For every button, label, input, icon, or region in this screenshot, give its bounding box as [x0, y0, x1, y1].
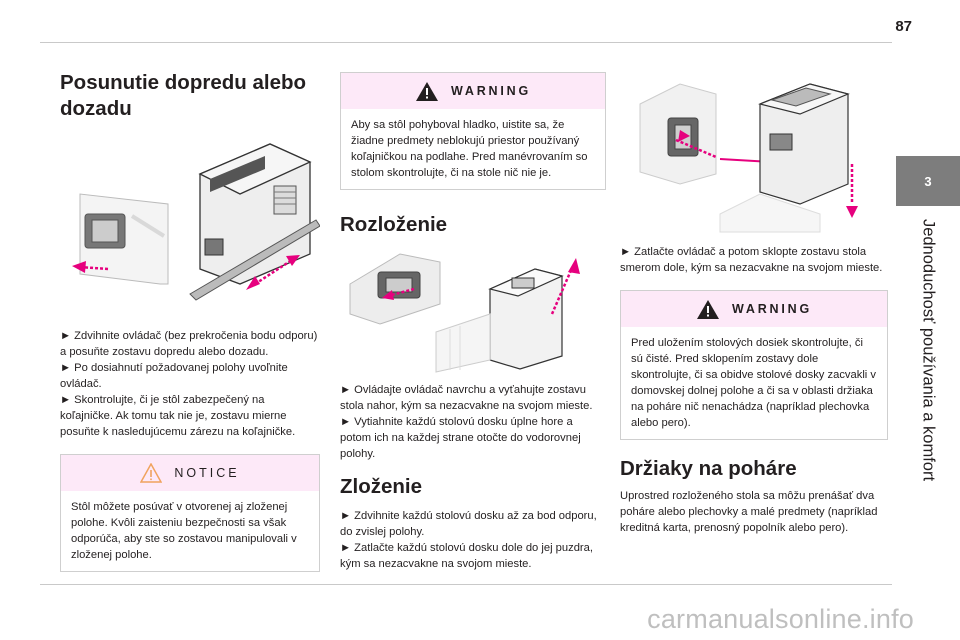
notice-box: NOTICE Stôl môžete posúvať v otvorenej a…: [60, 454, 320, 572]
warning-box-rail: WARNING Aby sa stôl pohyboval hladko, ui…: [340, 72, 606, 190]
unfold-step-2: ► Vytiahnite každú stolovú dosku úplne h…: [340, 416, 581, 460]
warning-text-2: Pred uložením stolových dosiek skontrolu…: [631, 337, 876, 429]
warning-title-2: WARNING: [731, 302, 812, 316]
column-2: WARNING Aby sa stôl pohyboval hladko, ui…: [340, 70, 606, 572]
column-1: Posunutie dopredu alebo dozadu ► Zdvihni…: [60, 70, 320, 572]
unfold-step-1: ► Ovládajte ovládač navrchu a vyťahujte …: [340, 384, 593, 412]
bottom-divider: [40, 584, 892, 585]
watermark: carmanualsonline.info: [647, 604, 914, 634]
section-heading-unfold: Rozloženie: [340, 213, 448, 236]
chapter-title: Jednoduchosť používania a komfort: [919, 218, 938, 482]
notice-title: NOTICE: [174, 466, 240, 480]
warning-title: WARNING: [450, 84, 531, 98]
top-divider: [40, 42, 892, 43]
warning-triangle-icon: [696, 299, 719, 319]
page-number: 87: [895, 18, 912, 35]
section-heading-fold: Zloženie: [340, 475, 423, 498]
sliding-step-3: ► Skontrolujte, či je stôl zabezpečený n…: [60, 394, 296, 438]
illustration-table-sliding: [72, 143, 320, 301]
illustration-table-fold-down: [639, 83, 858, 233]
section-heading-cupholders: Držiaky na poháre: [620, 457, 797, 480]
chapter-number: 3: [924, 173, 932, 189]
column-3: ► Zatlačte ovládač a potom sklopte zosta…: [620, 64, 888, 536]
fold-down-step-1: ► Zatlačte ovládač a potom sklopte zosta…: [620, 246, 883, 274]
chapter-tab: 3: [896, 156, 960, 206]
warning-text: Aby sa stôl pohyboval hladko, uistite sa…: [351, 119, 588, 179]
fold-step-1: ► Zdvihnite každú stolovú dosku až za bo…: [340, 510, 597, 538]
cupholder-text: Uprostred rozloženého stola sa môžu pren…: [620, 490, 878, 534]
notice-header: NOTICE: [61, 455, 319, 491]
notice-triangle-icon: [140, 463, 163, 483]
warning-triangle-icon: [415, 81, 438, 101]
fold-step-2: ► Zatlačte každú stolovú dosku dole do j…: [340, 542, 593, 570]
sliding-step-1: ► Zdvihnite ovládač (bez prekročenia bod…: [60, 330, 318, 358]
warning-box-store: WARNING Pred uložením stolových dosiek s…: [620, 290, 888, 440]
illustration-table-unfold: [349, 253, 580, 373]
heading-line-1: Posunutie dopredu alebo: [60, 71, 307, 94]
sliding-step-2: ► Po dosiahnutí požadovanej polohy uvoľn…: [60, 362, 288, 390]
warning-header: WARNING: [341, 73, 605, 109]
notice-text: Stôl môžete posúvať v otvorenej aj zlože…: [71, 501, 297, 561]
heading-line-2: dozadu: [60, 97, 132, 120]
warning-header-2: WARNING: [621, 291, 887, 327]
section-heading-sliding: Posunutie dopredu alebo dozadu: [60, 70, 320, 122]
